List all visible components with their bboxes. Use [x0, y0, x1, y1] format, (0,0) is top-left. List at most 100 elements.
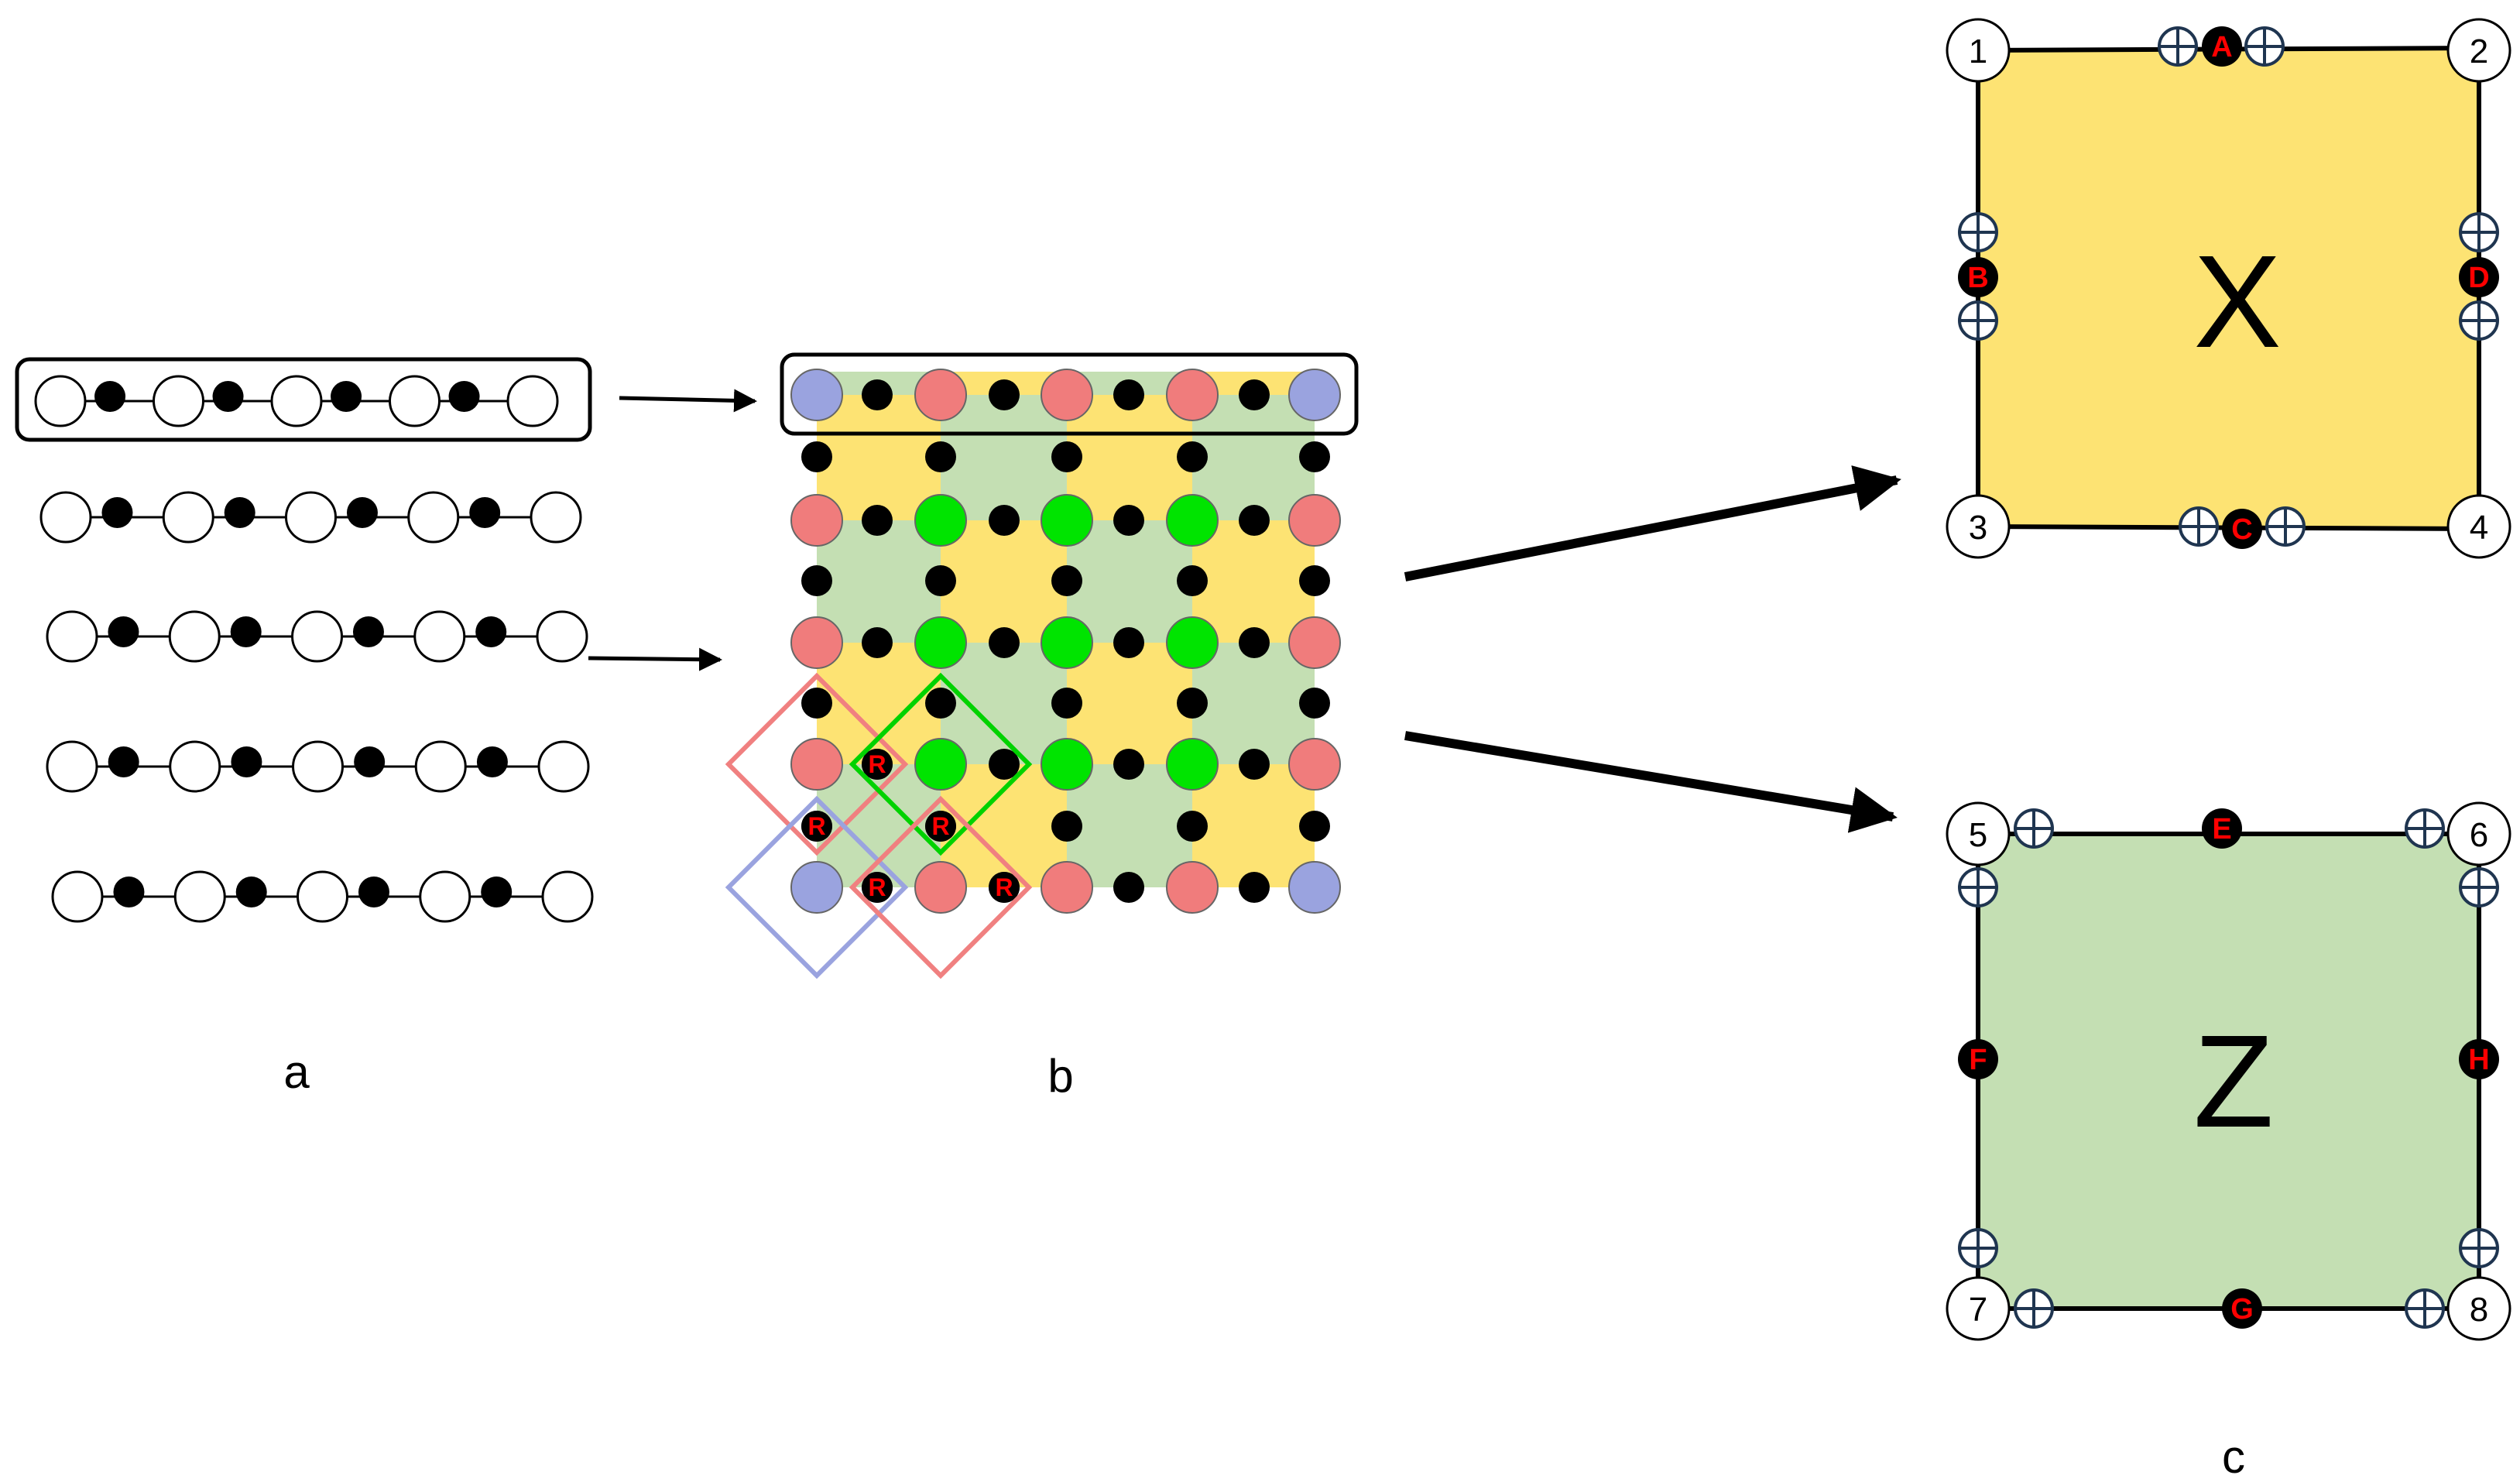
cnot-target-symbol — [2459, 212, 2499, 252]
plaquette-cell — [1067, 764, 1192, 887]
data-qubit — [790, 738, 843, 791]
cnot-target-symbol — [1958, 212, 1998, 252]
data-qubit — [1166, 861, 1219, 914]
data-qubit — [790, 616, 843, 669]
ancilla-qubit — [475, 616, 507, 647]
ancilla-qubit — [1113, 749, 1144, 780]
ancilla-qubit — [469, 497, 501, 528]
red-diamond-frame — [725, 672, 909, 856]
plaquette-cell — [1067, 520, 1192, 643]
data-qubit — [506, 375, 559, 427]
data-qubit — [1041, 494, 1093, 547]
ancilla-qubit — [1177, 688, 1208, 719]
cnot-target-symbol — [2179, 506, 2219, 547]
arrow-a-to-b-middle — [588, 647, 722, 671]
ancilla-qubit — [925, 688, 956, 719]
data-qubit — [790, 861, 843, 914]
data-qubit — [291, 610, 343, 663]
edge-ancilla — [1958, 257, 1998, 297]
cnot-target-symbol — [1958, 300, 1998, 341]
edge-ancilla-label: F — [1969, 1044, 1987, 1076]
data-qubit — [168, 610, 221, 663]
data-qubit — [530, 491, 582, 544]
qubit-chain-3 — [46, 610, 588, 663]
plaquette-cell — [1192, 395, 1315, 520]
edge-ancilla-label: E — [2212, 813, 2231, 846]
ancilla-qubit — [1239, 505, 1270, 536]
corner-qubit-label: 1 — [1969, 33, 1987, 70]
corner-data-qubit — [1946, 18, 2011, 83]
reset-ancilla — [925, 811, 956, 842]
edge-ancilla — [2222, 1288, 2262, 1329]
ancilla-qubit — [862, 379, 893, 410]
panel-b-label: b — [1047, 1050, 1073, 1102]
ancilla-qubit — [1239, 379, 1270, 410]
plaquette-cell — [817, 764, 941, 887]
cnot-target-symbol — [2459, 1228, 2499, 1268]
plaquette-cell — [1192, 643, 1315, 764]
plaquette-cell — [1067, 395, 1192, 520]
data-qubit — [914, 494, 967, 547]
panel-a-label: a — [283, 1046, 310, 1098]
cnot-target-symbol — [2014, 1288, 2054, 1329]
corner-qubit-label: 5 — [1969, 816, 1987, 854]
cnot-target-symbol — [1958, 1228, 1998, 1268]
corner-qubit-label: 2 — [2470, 33, 2488, 70]
edge-ancilla — [1958, 1039, 1998, 1079]
plaquette-cell — [941, 764, 1067, 887]
corner-data-qubit — [2446, 801, 2511, 866]
data-qubit — [162, 491, 214, 544]
ancilla-qubit — [862, 627, 893, 658]
ancilla-qubit — [1299, 811, 1330, 842]
corner-qubit-label: 3 — [1969, 509, 1987, 547]
ancilla-qubit — [989, 749, 1020, 780]
data-qubit — [790, 369, 843, 421]
ancilla-qubit — [1299, 688, 1330, 719]
ancilla-qubit — [1177, 811, 1208, 842]
edge-ancilla-label: H — [2468, 1044, 2489, 1076]
ancilla-qubit — [235, 877, 267, 907]
ancilla-qubit — [331, 381, 362, 412]
data-qubit — [914, 616, 967, 669]
reset-ancilla — [862, 749, 893, 780]
data-qubit — [1166, 369, 1219, 421]
plaquette-cell — [1192, 764, 1315, 887]
ancilla-qubit — [354, 746, 386, 777]
data-qubit — [1166, 738, 1219, 791]
reset-ancilla-label: R — [868, 750, 886, 778]
cnot-target-symbol — [1958, 867, 1998, 907]
data-qubit — [34, 375, 87, 427]
cnot-target-symbol — [2405, 808, 2445, 849]
green-diamond-frame — [849, 672, 1033, 856]
edge-ancilla-label: D — [2468, 262, 2489, 294]
plaquette-cell — [1192, 520, 1315, 643]
ancilla-qubit — [1177, 441, 1208, 472]
cnot-target-symbol — [2265, 506, 2306, 547]
edge-ancilla-label: C — [2231, 513, 2252, 546]
qubit-chain-5 — [51, 870, 594, 923]
data-qubit — [1041, 861, 1093, 914]
ancilla-qubit — [989, 379, 1020, 410]
panel-c-label: c — [2222, 1431, 2245, 1482]
cnot-target-symbol — [2459, 300, 2499, 341]
data-qubit — [1166, 494, 1219, 547]
cnot-target-symbol — [2459, 867, 2499, 907]
ancilla-qubit — [1051, 688, 1082, 719]
ancilla-qubit — [1051, 811, 1082, 842]
plaquette-cell — [817, 395, 941, 520]
ancilla-qubit — [481, 877, 513, 907]
reset-ancilla-label: R — [807, 812, 825, 840]
ancilla-qubit — [1051, 441, 1082, 472]
data-qubit — [153, 375, 204, 427]
reset-ancilla — [862, 872, 893, 903]
data-qubit — [1041, 738, 1093, 791]
corner-data-qubit — [1946, 494, 2011, 559]
ancilla-qubit — [801, 441, 832, 472]
cnot-target-symbol — [2244, 26, 2285, 67]
ancilla-qubit — [108, 746, 139, 777]
data-qubit — [914, 369, 967, 421]
data-qubit — [1041, 369, 1093, 421]
data-qubit — [46, 740, 98, 793]
qubit-chain-1 — [34, 375, 559, 427]
ancilla-qubit — [1051, 565, 1082, 596]
